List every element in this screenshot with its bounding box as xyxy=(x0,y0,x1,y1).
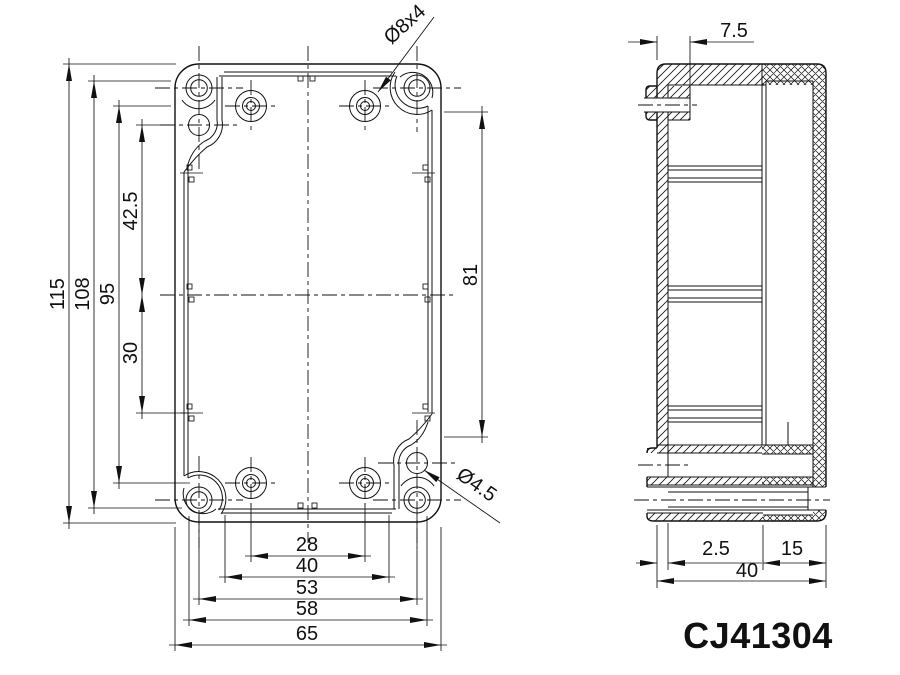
leader-arrow-boss xyxy=(378,76,391,92)
inner-lip xyxy=(181,71,435,515)
dim-2-5: 2.5 xyxy=(702,538,730,560)
side-outline xyxy=(645,63,827,522)
side-dimensions: 7.5 2.5 15 40 xyxy=(628,20,827,588)
leader-arrow-hole xyxy=(424,470,440,483)
enclosure-outline xyxy=(174,63,442,523)
dim-40-side: 40 xyxy=(736,560,758,582)
dim-40: 40 xyxy=(296,555,318,577)
side-dimension-arrows xyxy=(640,39,826,584)
dim-7-5: 7.5 xyxy=(720,20,748,42)
dim-15: 15 xyxy=(781,538,803,560)
part-number-label: CJ41304 xyxy=(683,615,833,656)
dim-58: 58 xyxy=(296,598,318,620)
side-internal-lines xyxy=(644,64,826,516)
dim-42-5: 42.5 xyxy=(120,192,142,231)
centerlines xyxy=(155,46,461,548)
dim-28: 28 xyxy=(296,534,318,556)
mounting-holes xyxy=(188,114,428,474)
dimension-lines xyxy=(63,16,501,651)
side-centerlines xyxy=(634,104,830,501)
dim-115: 115 xyxy=(47,278,69,310)
dim-108: 108 xyxy=(72,277,94,310)
corner-screw-holes xyxy=(185,74,431,514)
dim-81: 81 xyxy=(460,264,482,286)
dimension-arrows xyxy=(66,64,485,648)
front-view xyxy=(155,46,461,548)
dim-65: 65 xyxy=(296,623,318,645)
body-section-hatch xyxy=(646,64,763,521)
wall-center-marks xyxy=(180,75,435,509)
dim-53: 53 xyxy=(296,577,318,599)
dim-30: 30 xyxy=(120,342,142,364)
dim-95: 95 xyxy=(97,283,119,305)
side-section-view xyxy=(634,63,830,522)
lid-screw-bosses xyxy=(235,90,381,499)
